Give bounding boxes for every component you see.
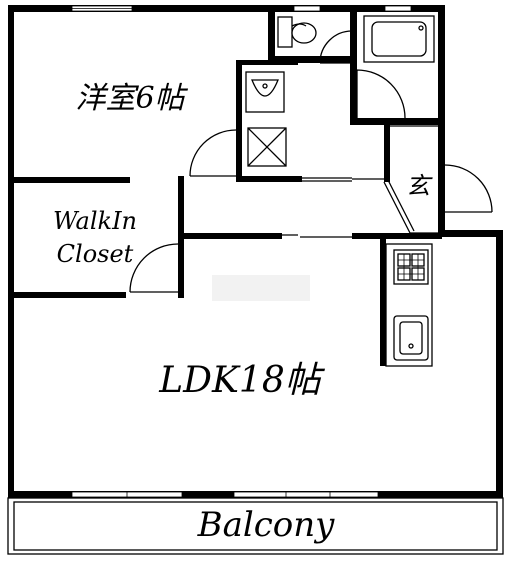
toilet [277,16,317,48]
toilet-door [319,30,353,64]
stove [393,249,429,285]
ldk-ceiling-mark [212,275,310,301]
kitchen-sink [393,315,429,361]
interior-walls [14,60,442,366]
bathtub [363,15,435,63]
entrance-area [383,125,438,234]
washing-machine [247,127,287,167]
entrance-door [444,164,493,213]
walkin-label-line2: Closet [57,240,134,268]
wash-basin [245,71,285,113]
balcony-label: Balcony [197,505,336,545]
balcony-windows [71,491,379,498]
western-room-door [189,129,237,177]
entrance-label: 玄 [406,172,433,200]
top-windows [71,5,412,12]
bath-door [356,69,406,119]
sliding-doors [244,177,384,238]
closet-door [129,243,179,293]
walkin-label-line1: WalkIn [53,207,137,235]
western-room-label: 洋室6帖 [75,81,188,116]
balcony [7,497,504,555]
ldk-label: LDK18帖 [158,360,325,401]
